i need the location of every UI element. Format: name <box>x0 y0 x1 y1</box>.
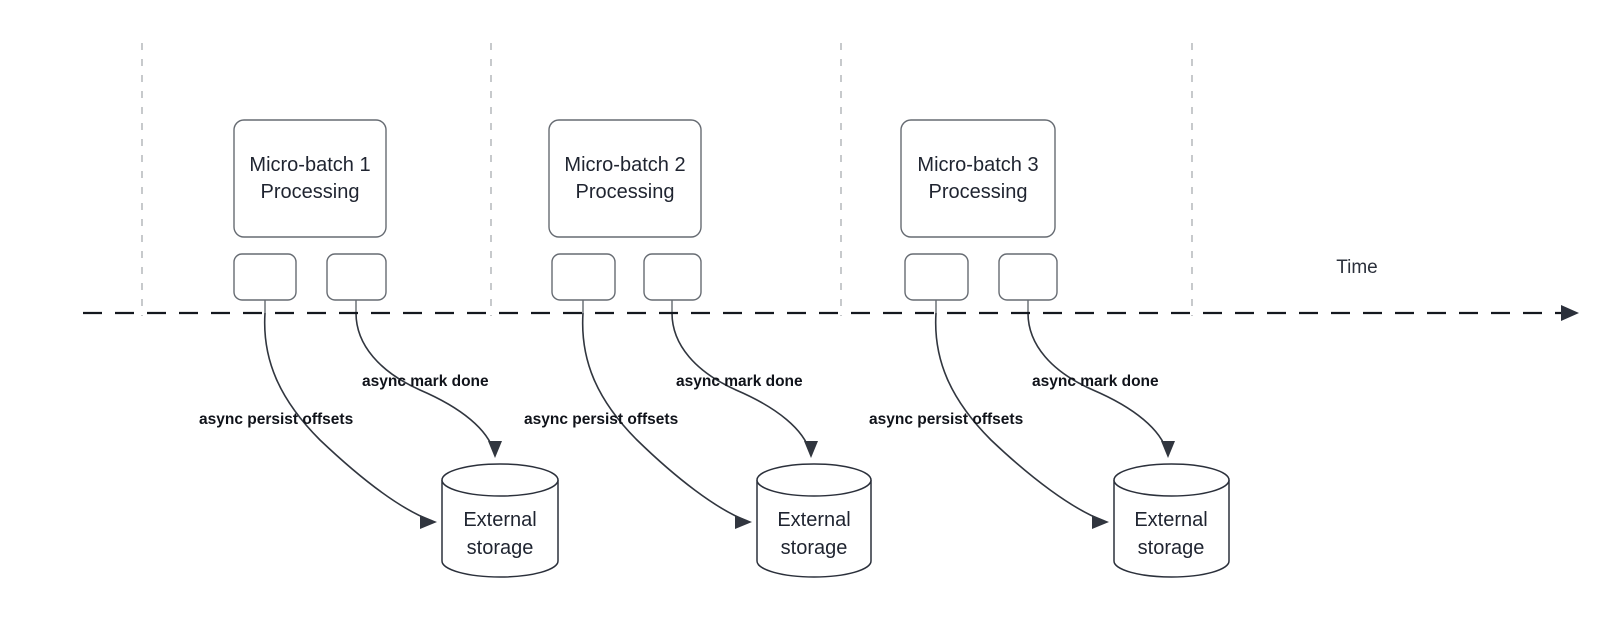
external-storage-title: External <box>1134 509 1207 531</box>
external-storage-cylinder-body <box>756 480 872 578</box>
async-mark-done-label: async mark done <box>362 373 489 390</box>
async-mark-done-label: async mark done <box>1032 373 1159 390</box>
async-persist-offsets-arrow <box>581 312 748 522</box>
micro-batch-subtitle: Processing <box>929 181 1028 203</box>
edge-label-layer: async persist offsets async mark done asyn… <box>199 373 1159 428</box>
external-storage-cylinder-top <box>441 463 559 497</box>
task-box-3b[interactable] <box>998 253 1058 301</box>
task-box-1a[interactable] <box>233 253 297 301</box>
external-storage-title: External <box>463 509 536 531</box>
async-persist-offsets-label: async persist offsets <box>869 411 1023 428</box>
external-storage-title: External <box>777 509 850 531</box>
async-mark-done-arrowhead <box>1161 441 1175 458</box>
micro-batch-box[interactable] <box>233 119 387 238</box>
external-storage-cylinder-top <box>1113 463 1230 497</box>
micro-batch-title: Micro-batch 2 <box>564 154 685 176</box>
time-axis-layer: Time <box>83 257 1579 321</box>
micro-batch-subtitle: Processing <box>261 181 360 203</box>
async-persist-offsets-label: async persist offsets <box>524 411 678 428</box>
time-axis-arrowhead <box>1561 305 1579 321</box>
micro-batch-title: Micro-batch 3 <box>917 154 1038 176</box>
task-box-1b[interactable] <box>326 253 387 301</box>
divider-layer <box>141 43 1193 316</box>
async-persist-offsets-label: async persist offsets <box>199 411 353 428</box>
async-mark-done-arrow <box>1027 312 1168 453</box>
async-persist-offsets-arrow <box>934 312 1105 522</box>
async-mark-done-arrow <box>671 312 811 453</box>
external-storage-subtitle: storage <box>1138 537 1205 559</box>
async-mark-done-label: async mark done <box>676 373 803 390</box>
external-storage-cylinder-top <box>756 463 872 497</box>
time-axis-label: Time <box>1336 257 1378 278</box>
external-storage-cylinder-body <box>1113 480 1230 578</box>
async-mark-done-arrow <box>355 312 495 453</box>
async-persist-offsets-arrowhead <box>735 515 752 529</box>
task-box-2a[interactable] <box>551 253 616 301</box>
micro-batch-box[interactable] <box>900 119 1056 238</box>
micro-batch-box[interactable] <box>548 119 702 238</box>
micro-batch-subtitle: Processing <box>576 181 675 203</box>
async-mark-done-arrowhead <box>804 441 818 458</box>
async-persist-offsets-arrow <box>263 312 433 522</box>
task-box-3a[interactable] <box>904 253 969 301</box>
async-persist-offsets-arrowhead <box>420 515 437 529</box>
micro-batch-title: Micro-batch 1 <box>249 154 370 176</box>
async-persist-offsets-arrowhead <box>1092 515 1109 529</box>
external-storage-subtitle: storage <box>781 537 848 559</box>
external-storage-subtitle: storage <box>467 537 534 559</box>
external-storage-cylinder-body <box>441 480 559 578</box>
async-mark-done-arrowhead <box>488 441 502 458</box>
flow-edge-layer <box>263 300 1175 529</box>
task-box-2b[interactable] <box>643 253 702 301</box>
